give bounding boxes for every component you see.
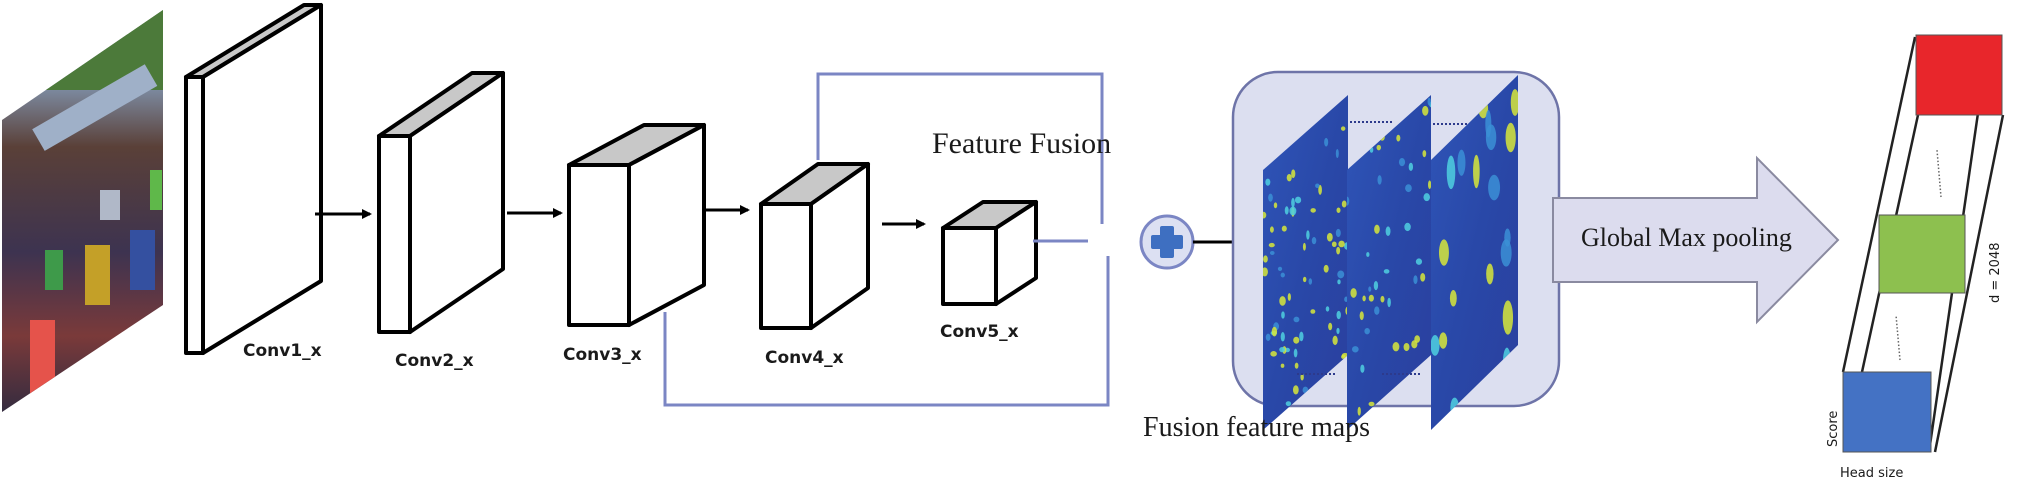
input-crowd-image xyxy=(2,10,163,412)
conv1-front-face xyxy=(184,75,205,355)
conv2-label: Conv2_x xyxy=(395,351,474,371)
feature-map-1 xyxy=(1263,95,1348,430)
conv5-front-face xyxy=(941,226,998,306)
dimension-label: d = 2048 xyxy=(1988,243,2003,304)
conv1-block xyxy=(184,3,323,355)
feature-maps-panel xyxy=(1231,70,1561,430)
global-max-pooling-arrow xyxy=(1552,155,1840,325)
conv5-block xyxy=(941,200,1038,306)
vector-cell-top xyxy=(1915,34,2003,116)
conv5-label: Conv5_x xyxy=(940,322,1019,342)
conv3-front-face xyxy=(567,163,631,327)
plus-icon xyxy=(1151,226,1183,258)
conv2-block xyxy=(377,71,505,334)
conv-blocks xyxy=(184,3,1038,355)
vector-cell-middle xyxy=(1878,214,1966,294)
fusion-feature-maps-caption: Fusion feature maps xyxy=(1143,412,1370,443)
skip-connection-conv4 xyxy=(816,72,1104,224)
fusion-add-operator xyxy=(1139,214,1195,270)
output-feature-vector xyxy=(1841,34,2005,453)
conv3-block xyxy=(567,123,706,327)
vector-cell-bottom xyxy=(1842,371,1932,453)
conv4-label: Conv4_x xyxy=(765,348,844,368)
head-size-label: Head size xyxy=(1840,466,1903,481)
global-max-pooling-label: Global Max pooling xyxy=(1581,223,1792,252)
skip-connection-conv3 xyxy=(663,256,1110,407)
conv1-label: Conv1_x xyxy=(243,341,322,361)
conv3-label: Conv3_x xyxy=(563,345,642,365)
conv2-front-face xyxy=(377,134,412,334)
conv4-block xyxy=(759,162,870,330)
score-label: Score xyxy=(1826,411,1841,447)
feature-fusion-title: Feature Fusion xyxy=(932,127,1111,160)
conv4-front-face xyxy=(759,202,813,330)
